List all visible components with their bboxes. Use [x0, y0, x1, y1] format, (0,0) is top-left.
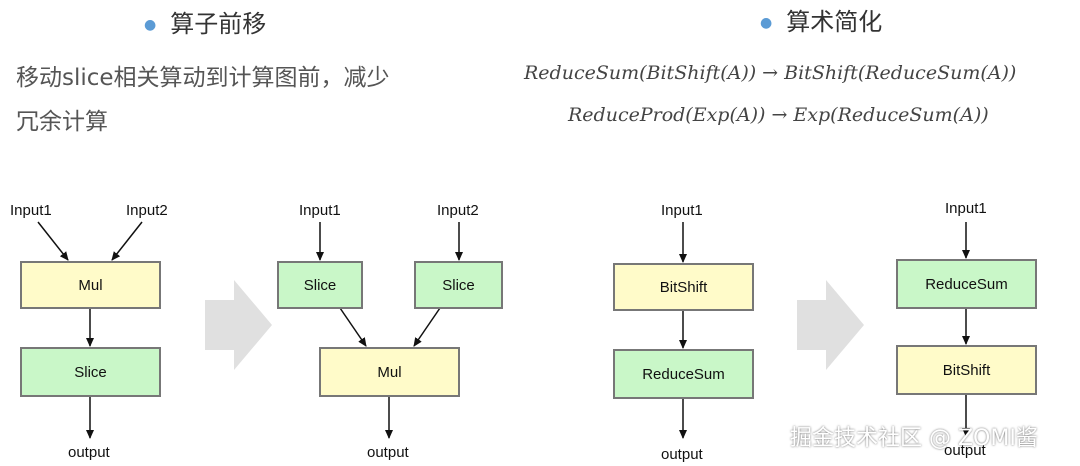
description-line-2: 冗余计算	[16, 109, 108, 135]
d2-input1-label: Input1	[299, 202, 341, 219]
d1-output-label: output	[68, 444, 110, 461]
description-line-1: 移动slice相关算动到计算图前，减少	[16, 65, 390, 91]
edge-slice-right-to-mul	[413, 307, 441, 347]
transform-arrow-2	[797, 280, 864, 370]
d2-output-label: output	[367, 444, 409, 461]
right-section-title: ● 算术简化	[760, 2, 882, 37]
d2-input2-label: Input2	[437, 202, 479, 219]
bullet-icon: ●	[760, 15, 773, 31]
d4-reducesum-node: ReduceSum	[896, 259, 1037, 309]
left-section-title: ● 算子前移	[144, 4, 266, 39]
d2-slice-left-node: Slice	[277, 261, 363, 309]
watermark: 掘金技术社区 @ ZOMI酱	[790, 426, 1038, 451]
d4-output-label: output	[944, 442, 986, 459]
d4-input1-label: Input1	[945, 200, 987, 217]
transform-arrow-1	[205, 280, 272, 370]
d2-slice-right-node: Slice	[414, 261, 503, 309]
edge-input2-to-mul	[111, 221, 143, 261]
d1-mul-node: Mul	[20, 261, 161, 309]
left-title-text: 算子前移	[170, 10, 267, 38]
formula-2: ReduceProd(Exp(A)) → Exp(ReduceSum(A))	[568, 104, 989, 126]
right-title-text: 算术简化	[786, 8, 883, 36]
d3-bitshift-node: BitShift	[613, 263, 754, 311]
d4-bitshift-node: BitShift	[896, 345, 1037, 395]
bullet-icon: ●	[144, 17, 157, 33]
edge-slice-left-to-mul	[339, 307, 367, 347]
d1-input1-label: Input1	[10, 202, 52, 219]
d1-slice-node: Slice	[20, 347, 161, 397]
d3-input1-label: Input1	[661, 202, 703, 219]
formula-1: ReduceSum(BitShift(A)) → BitShift(Reduce…	[524, 62, 1017, 84]
edge-input1-to-mul	[37, 221, 69, 261]
d3-output-label: output	[661, 446, 703, 463]
left-description: 移动slice相关算动到计算图前，减少 冗余计算	[16, 56, 390, 144]
d2-mul-node: Mul	[319, 347, 460, 397]
d1-input2-label: Input2	[126, 202, 168, 219]
d3-reducesum-node: ReduceSum	[613, 349, 754, 399]
